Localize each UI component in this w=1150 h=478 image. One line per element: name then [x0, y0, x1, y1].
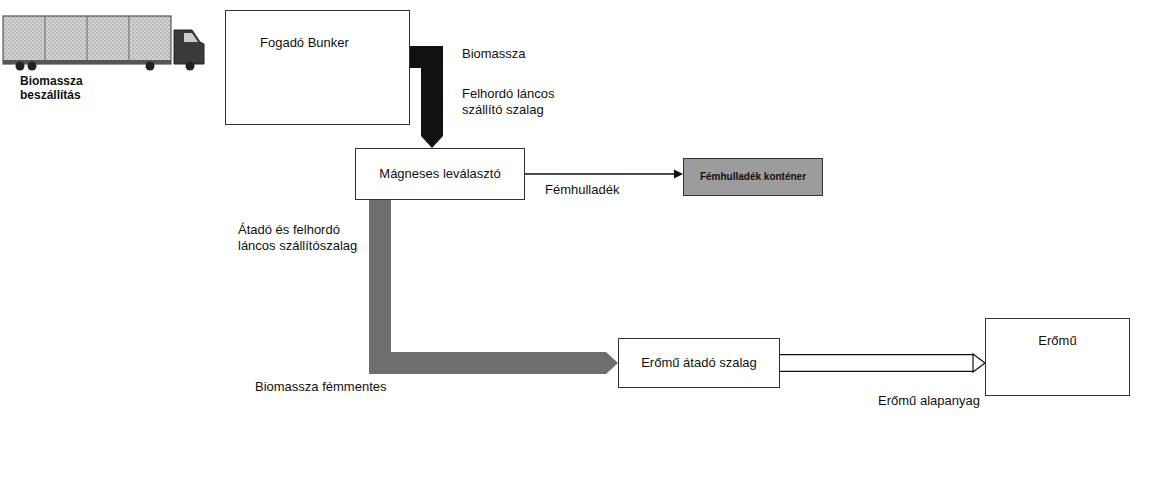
node-text: Erőmű	[1038, 333, 1076, 349]
container-box: Fémhulladék konténer	[683, 158, 823, 196]
edge-label: Fémhulladék	[545, 182, 619, 198]
arrow-head	[674, 170, 683, 179]
conveyor-connector	[410, 57, 443, 148]
power-plant-box: Erőmű	[985, 318, 1130, 396]
bunker-box: Fogadó Bunker	[225, 10, 410, 125]
conveyor-box: Erőmű átadó szalag	[618, 338, 780, 388]
conveyor-band	[410, 57, 432, 136]
flow-label: Biomassza beszállítás	[20, 74, 130, 103]
node-text: Fogadó Bunker	[260, 35, 349, 51]
node-text: Erőmű átadó szalag	[641, 355, 757, 371]
edge-label: Biomassza fémmentes	[255, 379, 387, 395]
conveyor-connector	[380, 200, 618, 374]
band-outline	[780, 354, 973, 372]
arrow-head	[606, 352, 618, 374]
conveyor-connector	[780, 354, 985, 372]
conveyor-connector	[525, 170, 683, 179]
arrow-line	[525, 173, 674, 174]
arrow-head	[973, 354, 985, 372]
band-fill	[780, 355, 973, 370]
flow-label: Átadó és felhordó láncos szállítószalag	[238, 222, 363, 253]
edge-label: Erőmű alapanyag	[878, 393, 980, 409]
node-text: Mágneses leválasztó	[379, 166, 500, 182]
separator-box: Mágneses leválasztó	[355, 148, 525, 200]
conveyor-band	[380, 200, 606, 363]
edge-label: Biomassza	[462, 46, 526, 62]
truck	[3, 16, 204, 71]
flow-label: Felhordó láncos szállító szalag	[462, 86, 580, 117]
arrow-head	[421, 136, 443, 148]
node-text: Fémhulladék konténer	[700, 171, 806, 183]
